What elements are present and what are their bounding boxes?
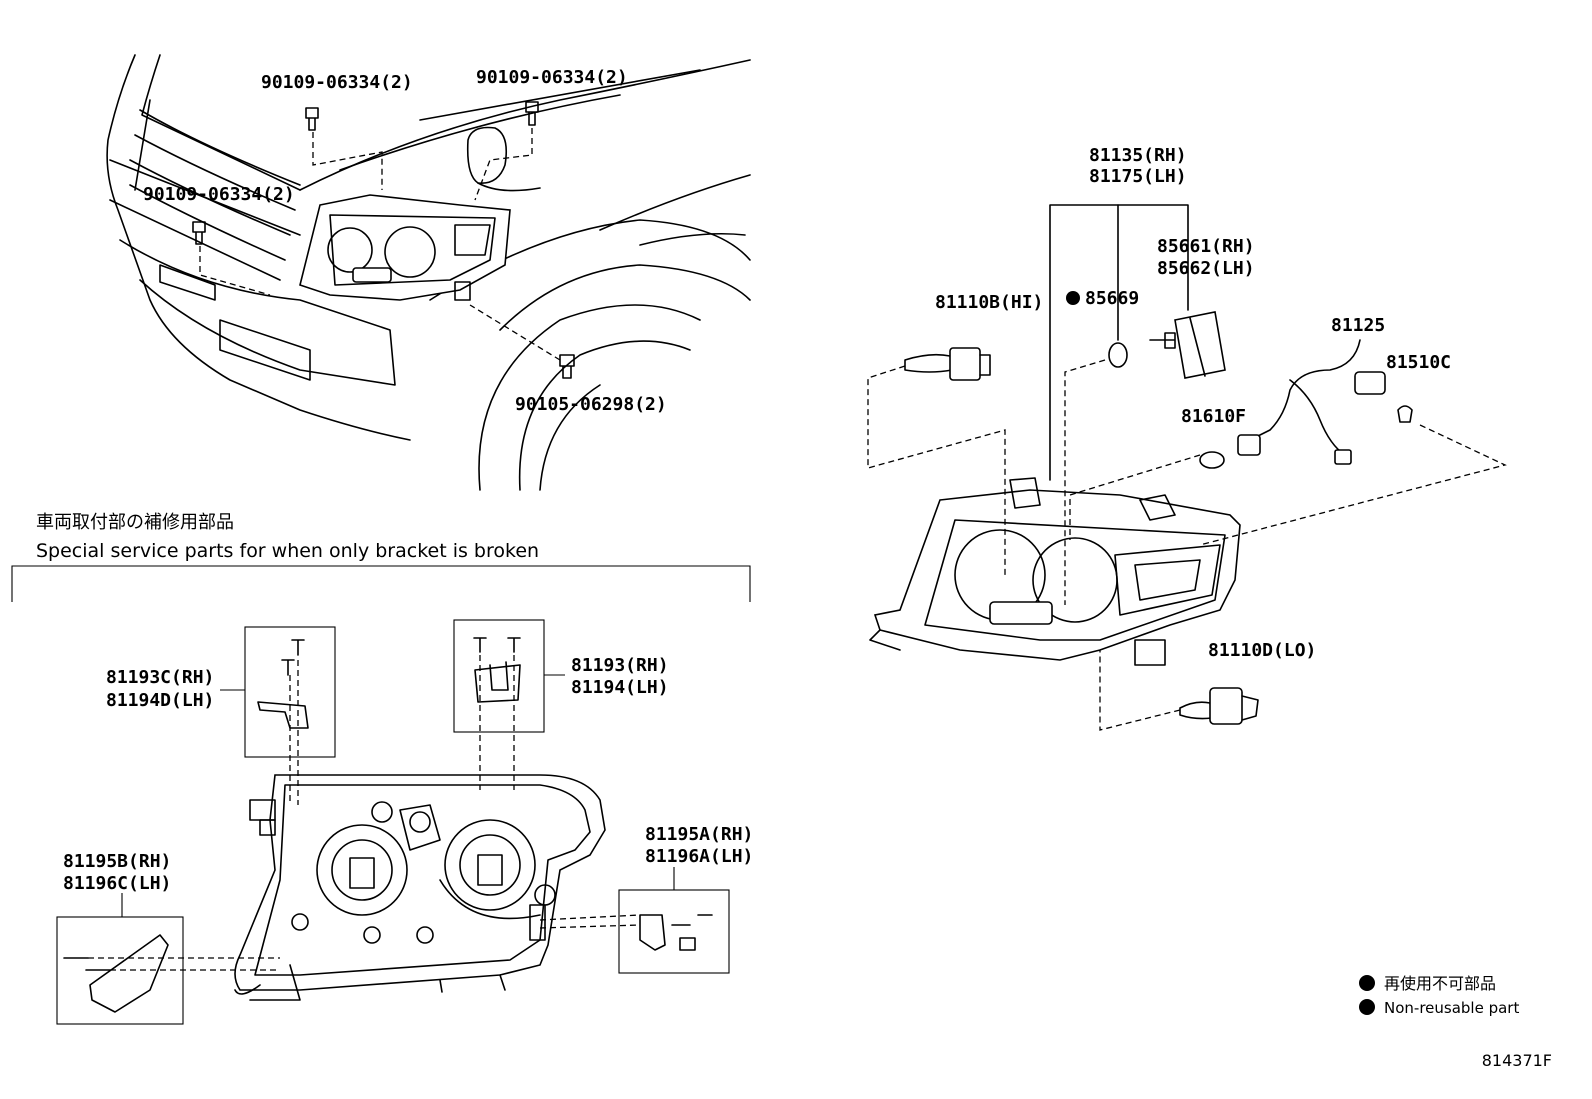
side-bulb-icon xyxy=(1397,405,1413,423)
socket-label: 81125 xyxy=(1331,315,1385,336)
legend-en: Non-reusable part xyxy=(1384,999,1519,1017)
ballast-rh-label: 85661(RH) xyxy=(1157,236,1255,257)
section-title-en: Special service parts for when only brac… xyxy=(36,540,539,562)
o-ring-label: 85669 xyxy=(1085,288,1139,309)
non-reusable-dot-icon xyxy=(1066,291,1080,305)
bracket-left-rh-label: 81195B(RH) xyxy=(63,851,171,872)
vehicle-front-illustration xyxy=(106,54,751,491)
section-title-jp: 車両取付部の補修用部品 xyxy=(36,512,234,533)
bracket-top-right-lh-label: 81194(LH) xyxy=(571,677,669,698)
bolt-label-left: 90109-06334(2) xyxy=(143,184,295,205)
bracket-top-left-rh-label: 81193C(RH) xyxy=(106,667,214,688)
socket-wire-icon xyxy=(1237,339,1386,465)
unit-rh-label: 81135(RH) xyxy=(1089,145,1187,166)
legend-dot-icon xyxy=(1359,999,1375,1015)
wedge-bulb-label: 81610F xyxy=(1181,406,1246,427)
bracket-box-right xyxy=(618,889,730,974)
bracket-parts-icons xyxy=(63,637,713,1013)
bracket-right-lh-label: 81196A(LH) xyxy=(645,846,753,867)
figure-id: 814371F xyxy=(1482,1051,1552,1070)
unit-lh-label: 81175(LH) xyxy=(1089,166,1187,187)
lo-bulb-label: 81110D(LO) xyxy=(1208,640,1316,661)
bolt-label-lower: 90105-06298(2) xyxy=(515,394,667,415)
bracket-left-lh-label: 81196C(LH) xyxy=(63,873,171,894)
bolt-icon xyxy=(192,101,575,379)
o-ring-icon xyxy=(1108,342,1128,368)
bracket-box-top-right xyxy=(453,619,545,733)
legend: 再使用不可部品 Non-reusable part xyxy=(1359,974,1519,1017)
section-bracket xyxy=(11,565,751,602)
bracket-connectors xyxy=(88,655,641,971)
bracket-right-rh-label: 81195A(RH) xyxy=(645,824,753,845)
legend-dot-icon xyxy=(1359,975,1375,991)
headlamp-exploded-view xyxy=(867,204,1507,731)
side-bulb-label: 81510C xyxy=(1386,352,1451,373)
bracket-top-right-rh-label: 81193(RH) xyxy=(571,655,669,676)
lo-bulb-icon xyxy=(1179,687,1259,725)
hi-bulb-icon xyxy=(904,347,991,381)
bolt-label-top-left: 90109-06334(2) xyxy=(261,72,413,93)
hi-bulb-label: 81110B(HI) xyxy=(935,292,1043,313)
legend-jp: 再使用不可部品 xyxy=(1384,974,1496,993)
bolt-label-top-right: 90109-06334(2) xyxy=(476,67,628,88)
ballast-lh-label: 85662(LH) xyxy=(1157,258,1255,279)
wedge-bulb-icon xyxy=(1199,451,1225,469)
ballast-icon xyxy=(1149,311,1226,379)
bracket-top-left-lh-label: 81194D(LH) xyxy=(106,690,214,711)
headlamp-rear-view xyxy=(234,774,606,1001)
